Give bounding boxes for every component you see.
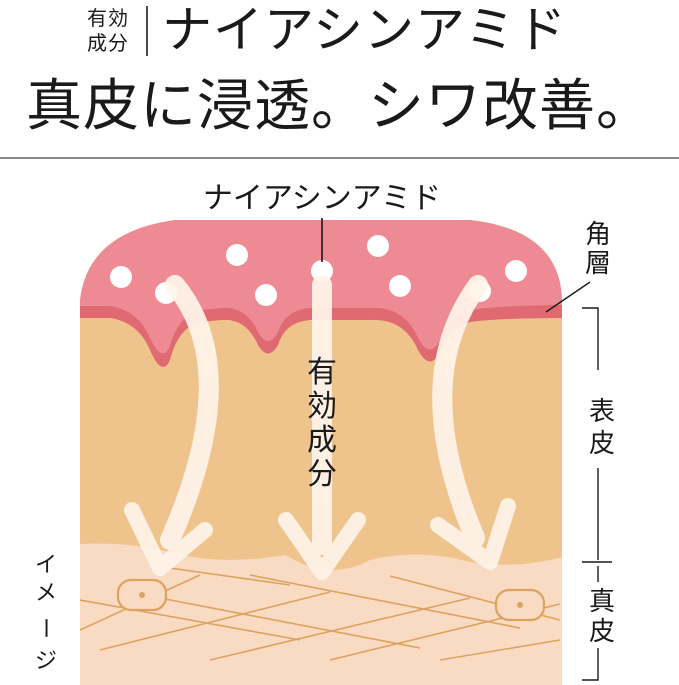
- dermis-label: 真 皮: [589, 587, 615, 647]
- molecule-dot: [226, 244, 248, 266]
- epidermis-bracket-top: [582, 307, 599, 370]
- niacinamide-molecules: [110, 235, 527, 306]
- header-tag: 有効 成分: [78, 6, 138, 56]
- image-note-char: メ: [35, 581, 57, 606]
- epidermis-label-char: 表: [589, 397, 615, 427]
- epidermis-label-char: 皮: [589, 429, 615, 459]
- dermis-cell-right: [494, 588, 546, 622]
- molecule-dot: [255, 284, 277, 306]
- dermis-layer: [80, 543, 562, 685]
- center-label-char: 効: [307, 389, 337, 424]
- arrow-right: [432, 275, 488, 548]
- ingredient-label: ナイアシンアミド: [203, 181, 441, 216]
- arrow-left: [160, 275, 219, 550]
- header-subtitle: 真皮に浸透。シワ改善。: [26, 74, 653, 139]
- molecule-dot: [367, 235, 389, 257]
- image-note-char: イ: [35, 553, 57, 578]
- skin-cross-section: [80, 220, 562, 685]
- center-label-char: 成: [307, 423, 337, 458]
- molecule-dot: [110, 266, 132, 288]
- dermis-label-char: 皮: [589, 617, 615, 647]
- epidermis-label: 表 皮: [589, 397, 615, 459]
- stratum-corneum-label: 角 層: [585, 220, 611, 279]
- header-title: ナイアシンアミド: [162, 1, 567, 59]
- image-note: イ メ ー ジ: [32, 553, 57, 674]
- stratum-label-char: 角: [585, 220, 611, 250]
- dermis-bracket-bottom: [582, 648, 599, 681]
- center-label-char: 分: [307, 457, 337, 492]
- stratum-label-char: 層: [585, 249, 611, 279]
- header-separator: [146, 6, 148, 56]
- header-tag-line1: 有効: [87, 6, 129, 30]
- image-note-char: ー: [32, 617, 57, 639]
- molecule-dot: [311, 260, 333, 282]
- image-note-char: ジ: [35, 649, 57, 674]
- arrow-right-head: [430, 498, 516, 570]
- arrow-left-head: [124, 502, 213, 576]
- molecule-dot: [389, 275, 411, 297]
- dermis-label-char: 真: [589, 587, 615, 617]
- penetration-arrows: [124, 275, 516, 580]
- header-tag-line2: 成分: [87, 31, 129, 55]
- center-label-char: 有: [307, 355, 337, 390]
- molecule-dot: [505, 260, 527, 282]
- header-divider: [0, 157, 679, 159]
- arrow-center-head: [278, 512, 366, 580]
- dermis-cell-left: [116, 578, 168, 612]
- center-label: 有 効 成 分: [307, 355, 337, 492]
- stratum-pointer: [545, 281, 591, 313]
